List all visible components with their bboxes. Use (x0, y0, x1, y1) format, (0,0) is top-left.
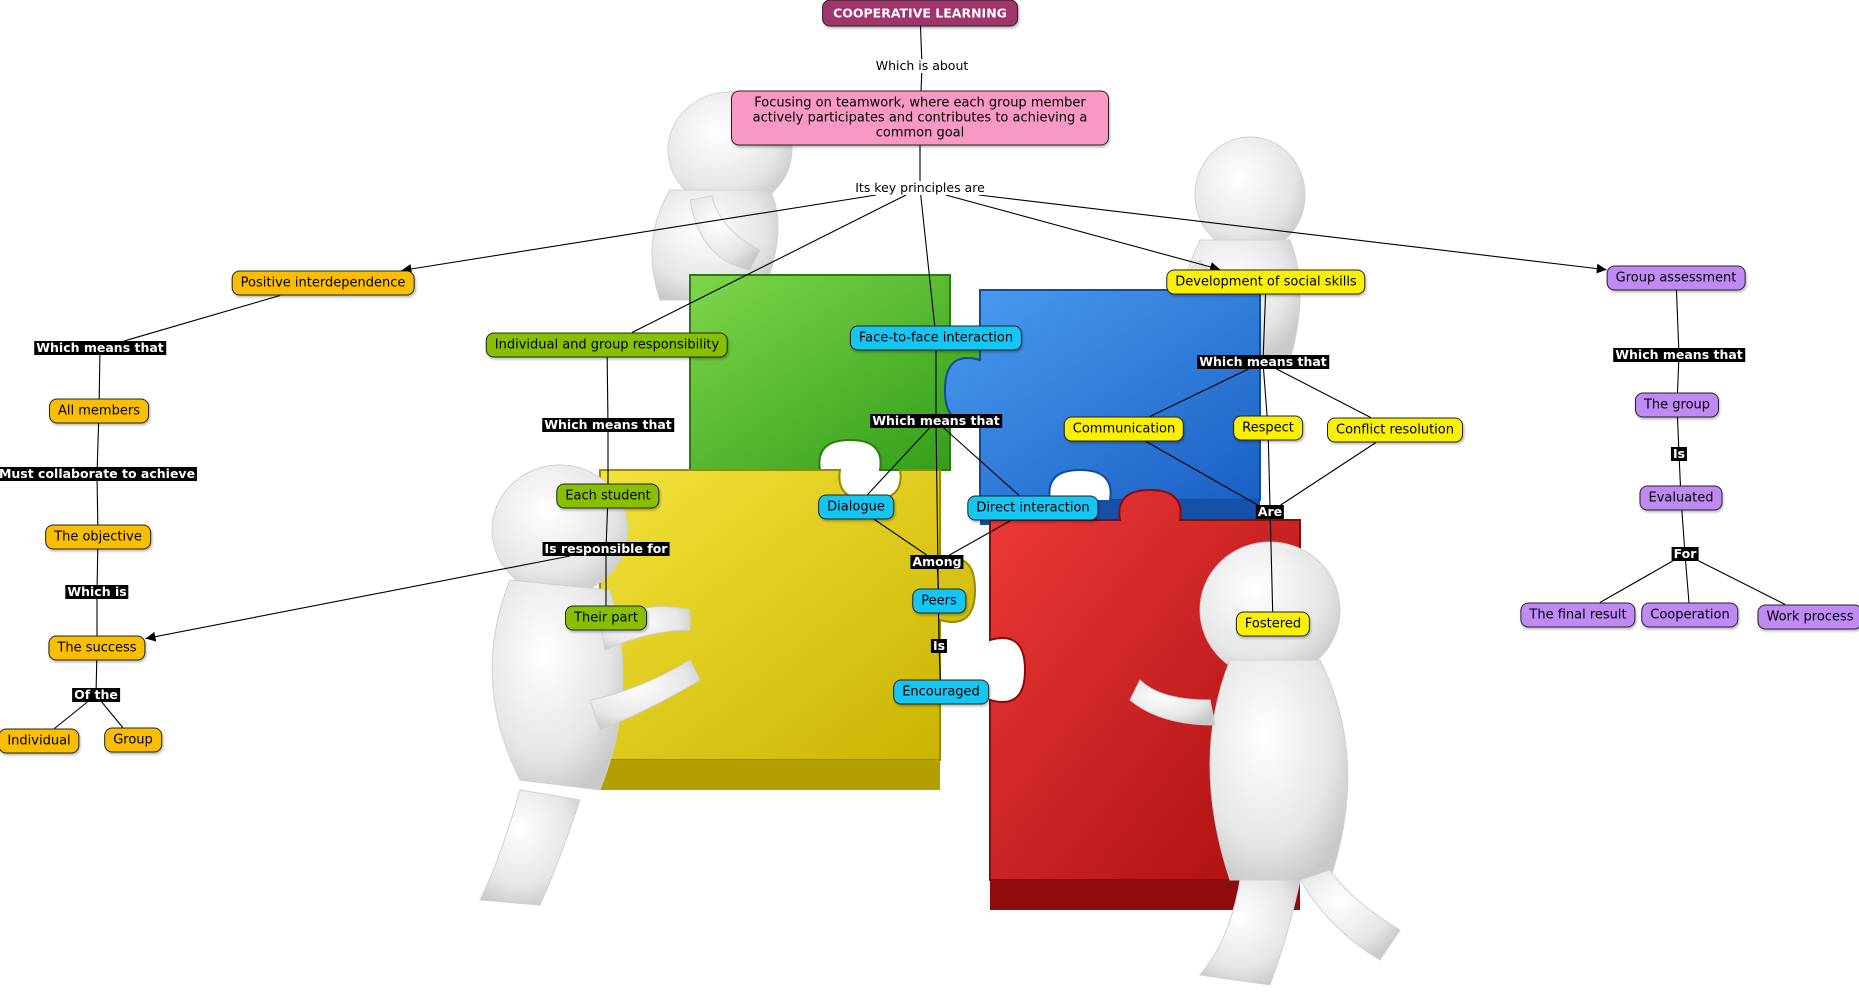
connector-line (1599, 560, 1673, 603)
conflict-resolution-node[interactable]: Conflict resolution (1327, 417, 1463, 443)
connector-line (1262, 294, 1267, 356)
linking-phrase: Which means that (34, 340, 166, 355)
connector-line (606, 357, 609, 419)
connector-line (1262, 368, 1268, 416)
connector-line (920, 72, 923, 91)
objective-node[interactable]: The objective (45, 524, 151, 550)
connector-line (401, 194, 877, 274)
connector-line (1149, 368, 1249, 417)
connector-line (54, 701, 88, 729)
connector-line (1280, 442, 1377, 506)
peers-node[interactable]: Peers (912, 588, 966, 614)
connector-line (95, 660, 98, 689)
linking-phrase: Which means that (870, 413, 1002, 428)
work-process-node[interactable]: Work process (1757, 604, 1859, 630)
connector-line (919, 26, 923, 60)
connector-line (101, 701, 124, 728)
connector-line (145, 555, 571, 642)
connector-line (943, 427, 1020, 496)
their-part-node[interactable]: Their part (565, 605, 647, 631)
linking-phrase: Must collaborate to achieve (0, 467, 198, 481)
connector-line (96, 423, 100, 468)
connector-line (1676, 361, 1680, 393)
respect-node[interactable]: Respect (1233, 415, 1303, 441)
connector-line (123, 294, 281, 342)
cooperation-node[interactable]: Cooperation (1641, 602, 1739, 628)
linking-phrase: Is responsible for (542, 541, 670, 556)
connector-line (867, 427, 930, 495)
all-members-node[interactable]: All members (49, 398, 149, 424)
linking-phrase: Among (910, 554, 964, 569)
linking-phrase: Which means that (542, 417, 674, 432)
linking-phrase: Are (1255, 504, 1285, 519)
connector-line (605, 508, 609, 543)
connector-line (920, 194, 936, 326)
connector-line (1681, 510, 1686, 548)
connector-line (1678, 460, 1681, 486)
face-to-face-interaction-node[interactable]: Face-to-face interaction (849, 325, 1023, 351)
linking-phrase: Which means that (1197, 354, 1329, 369)
connector-line (945, 194, 1221, 272)
linking-phrase: Is (930, 638, 948, 653)
linking-phrase: Which means that (1613, 347, 1745, 362)
encouraged-node[interactable]: Encouraged (893, 679, 989, 705)
connector-line (96, 480, 99, 525)
direct-interaction-node[interactable]: Direct interaction (967, 495, 1099, 521)
connector-line (1267, 440, 1274, 612)
the-group-node[interactable]: The group (1634, 392, 1720, 418)
connector-line (938, 652, 942, 680)
connector-line (1685, 560, 1690, 603)
social-skills-node[interactable]: Development of social skills (1166, 269, 1366, 295)
linking-phrase: Which is about (873, 58, 971, 73)
communication-node[interactable]: Communication (1063, 416, 1185, 442)
connector-line (98, 354, 101, 399)
connector-line (1145, 441, 1258, 506)
individual-node[interactable]: Individual (0, 728, 80, 754)
linking-phrase: Of the (72, 687, 120, 702)
connector-line (949, 520, 1012, 556)
connector-line (1276, 368, 1371, 418)
linking-phrase: For (1671, 546, 1699, 561)
connector-line (978, 194, 1607, 274)
each-student-node[interactable]: Each student (556, 483, 660, 509)
success-node[interactable]: The success (48, 635, 146, 661)
group-node[interactable]: Group (104, 727, 162, 753)
final-result-node[interactable]: The final result (1520, 602, 1636, 628)
dialogue-node[interactable]: Dialogue (818, 494, 894, 520)
linking-phrase: Which is (65, 584, 129, 599)
evaluated-node[interactable]: Evaluated (1639, 485, 1723, 511)
positive-interdependence-node[interactable]: Positive interdependence (231, 270, 415, 296)
root-concept-node[interactable]: COOPERATIVE LEARNING (822, 0, 1018, 27)
individual-group-responsibility-node[interactable]: Individual and group responsibility (485, 332, 729, 358)
fostered-node[interactable]: Fostered (1235, 611, 1311, 637)
linking-phrase: Is (1670, 446, 1688, 461)
linking-phrase: Its key principles are (853, 180, 987, 195)
connector-line (631, 194, 907, 333)
connector-line (1676, 417, 1680, 448)
connector-line (874, 519, 927, 556)
connector-line (96, 549, 99, 586)
connector-line (1698, 560, 1786, 605)
connector-line (1675, 290, 1680, 349)
focus-concept-node[interactable]: Focusing on teamwork, where each group m… (731, 90, 1109, 146)
group-assessment-node[interactable]: Group assessment (1606, 265, 1746, 291)
